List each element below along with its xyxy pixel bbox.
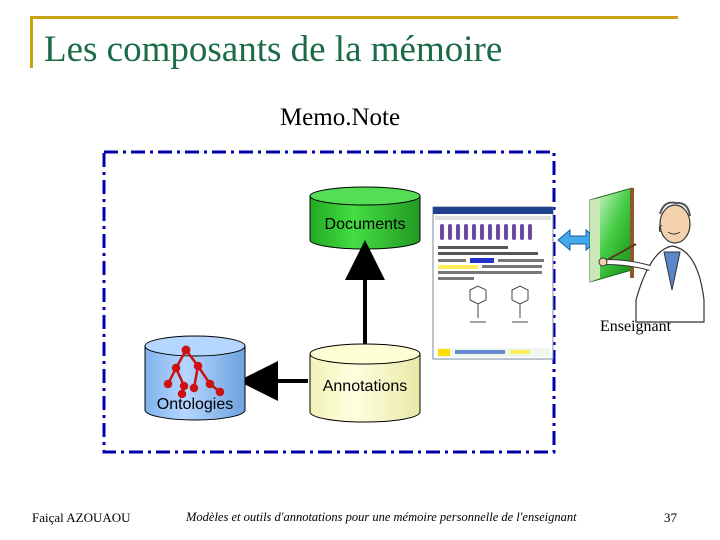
- documents-label: Documents: [324, 216, 406, 233]
- title-accent-bar: [30, 16, 33, 68]
- slide-title: Les composants de la mémoire: [44, 29, 503, 70]
- document-screenshot-icon: [432, 206, 554, 360]
- slide-subtitle: Memo.Note: [279, 104, 401, 131]
- page-number: 37: [664, 510, 677, 525]
- ontology-tree-icon: [163, 345, 225, 399]
- documents-cylinder: [309, 186, 421, 250]
- annotations-label: Annotations: [322, 378, 408, 395]
- teacher-label: Enseignant: [600, 318, 672, 335]
- footer-caption: Modèles et outils d'annotations pour une…: [186, 510, 577, 524]
- annotations-cylinder: [309, 343, 421, 423]
- system-boundary: [102, 150, 556, 454]
- footer-author: Faiçal AZOUAOU: [32, 510, 131, 525]
- title-accent-line: [30, 16, 678, 19]
- teacher-clipart-icon: [589, 187, 705, 323]
- ontologies-label: Ontologies: [156, 396, 234, 413]
